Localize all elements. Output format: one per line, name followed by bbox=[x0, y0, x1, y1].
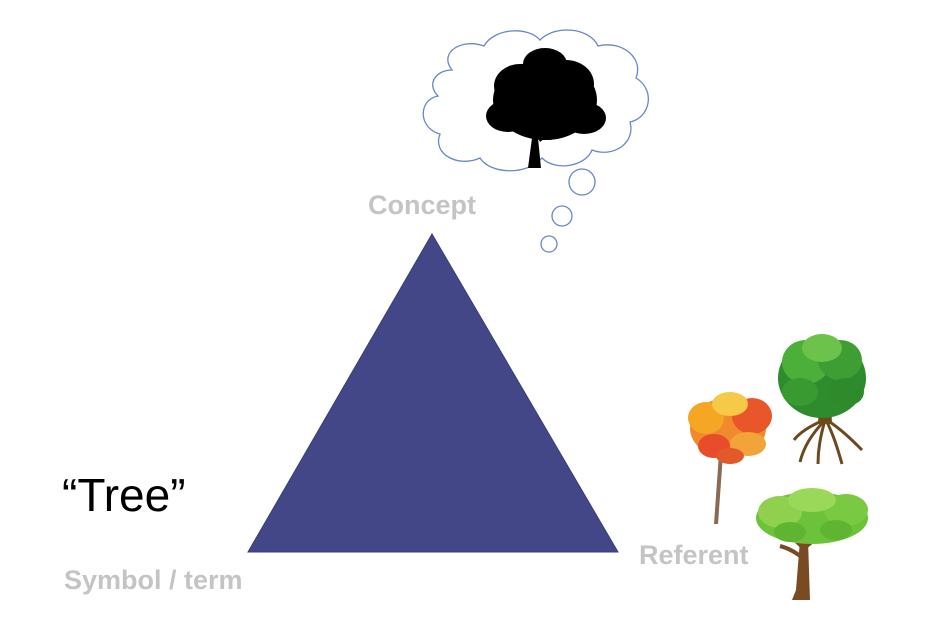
autumn-tree-icon bbox=[688, 392, 772, 524]
semiotic-triangle bbox=[247, 233, 619, 553]
referent-label: Referent bbox=[639, 540, 749, 570]
round-green-tree-icon bbox=[778, 334, 866, 465]
thought-bubble-small bbox=[540, 235, 558, 253]
term-example-text: “Tree” bbox=[62, 469, 186, 521]
leafy-green-tree-icon bbox=[756, 488, 868, 600]
thought-bubble-medium bbox=[551, 205, 573, 227]
thought-bubble-large bbox=[568, 168, 596, 196]
concept-label: Concept bbox=[368, 190, 476, 220]
symbol-term-label: Symbol / term bbox=[64, 565, 243, 595]
tree-silhouette-icon bbox=[486, 48, 606, 168]
